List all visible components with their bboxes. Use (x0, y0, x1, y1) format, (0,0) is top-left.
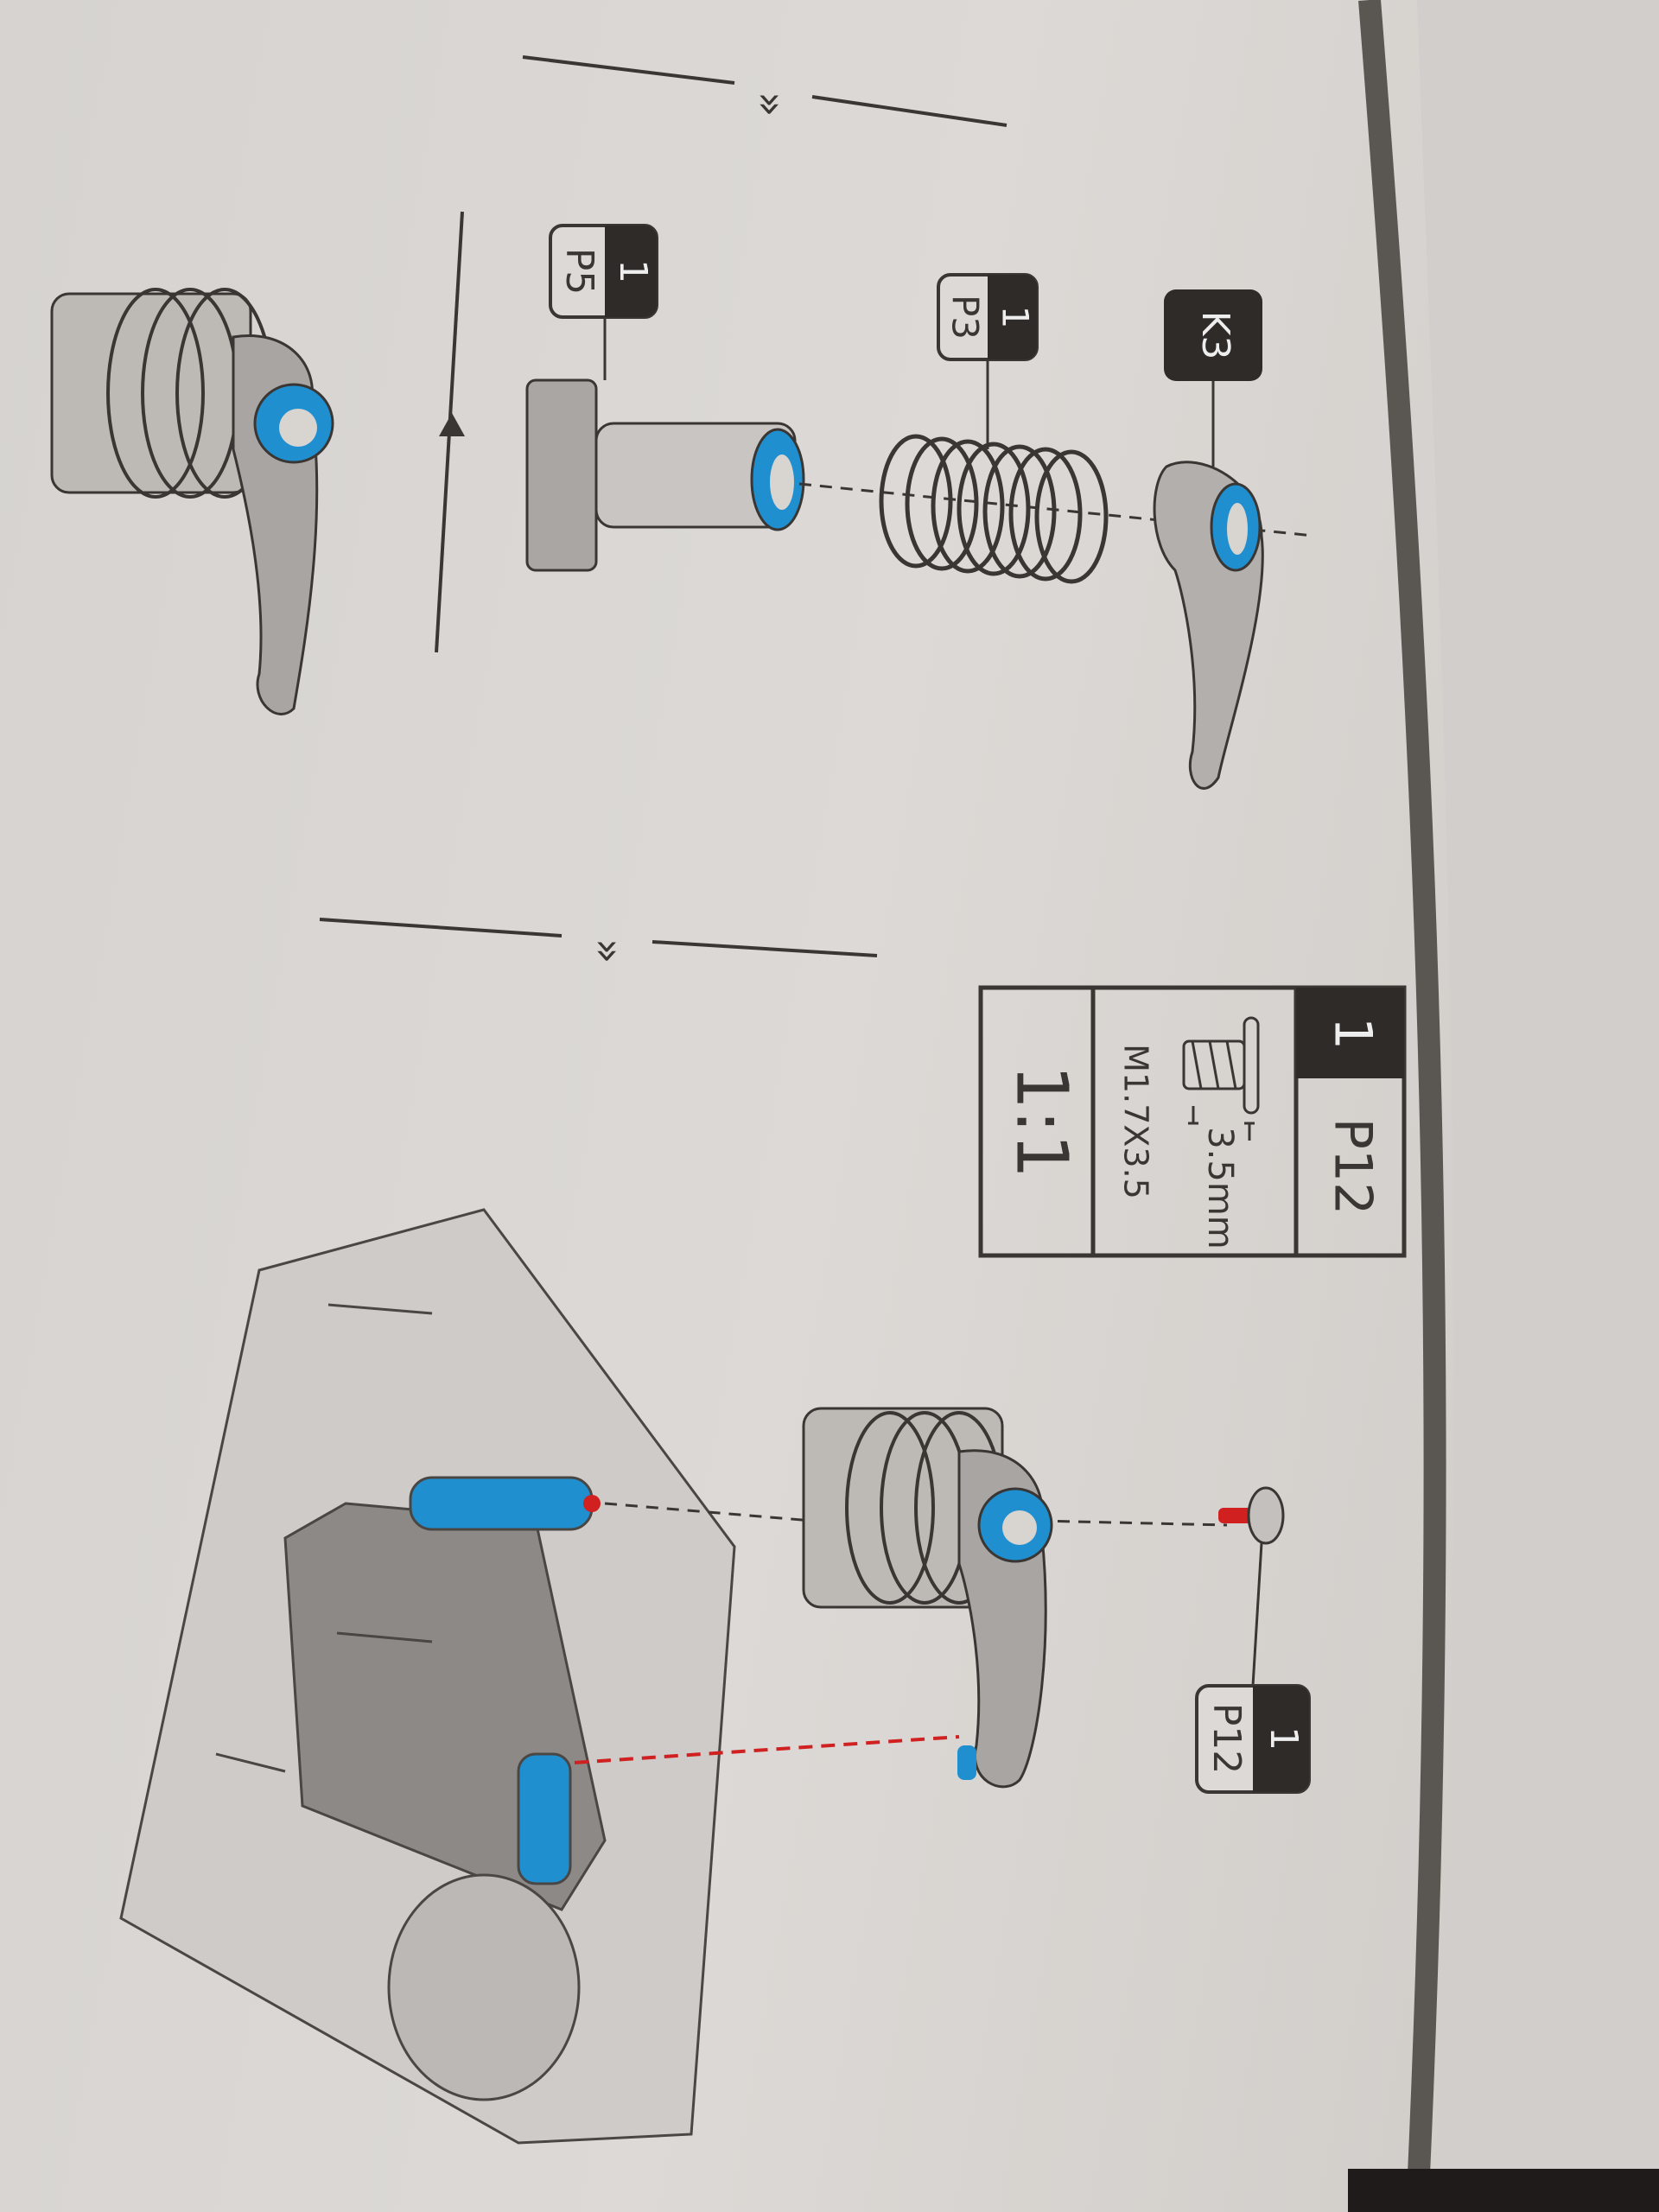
callout-part-label: P5 (557, 248, 601, 296)
table-edge (1348, 2169, 1659, 2212)
gear-shaft-part-p5 (525, 378, 805, 572)
lever-part-k3 (1153, 461, 1264, 790)
scale-label: 1:1 (1001, 1065, 1083, 1179)
next-page-edge (1417, 0, 1659, 2212)
red-guide-line (574, 1735, 960, 1764)
housing-illustration (119, 1208, 736, 2145)
callout-k3: K3 (1164, 289, 1262, 467)
screw-part-p12 (1218, 1486, 1285, 1545)
callout-p3: 1 P3 (937, 273, 1039, 449)
parts-list-box: 1 P12 3.5mm M1.7X3.5 1:1 (978, 985, 1407, 1258)
assembled-lever-gear-illustration (50, 288, 334, 715)
screw-icon (1182, 1016, 1260, 1141)
screw-guide-line (1036, 1519, 1228, 1527)
step-divider-middle (319, 918, 878, 957)
chevron-down-icon: » (584, 938, 632, 963)
step-divider-top (522, 55, 1007, 127)
assembly-guide-line (798, 482, 1314, 537)
assembly-guide-line (604, 1502, 813, 1522)
callout-qty: 1 (611, 259, 655, 283)
callout-part-label: K3 (1193, 311, 1237, 360)
chevron-down-icon: » (747, 92, 795, 117)
callout-p12: 1 P12 (1195, 1542, 1311, 1794)
callout-p5: 1 P5 (549, 224, 658, 380)
triangle-marker-icon (439, 413, 465, 436)
screw-length: 3.5mm (1200, 1127, 1240, 1249)
screw-spec: M1.7X3.5 (1117, 1044, 1155, 1199)
parts-id: P12 (1322, 1118, 1382, 1216)
callout-qty: 1 (995, 306, 1037, 329)
assembled-knob-to-install (802, 1407, 1053, 1789)
callout-part-label: P12 (1205, 1703, 1249, 1775)
page-border-line (1358, 0, 1446, 2212)
spring-part-p3 (879, 434, 1109, 584)
callout-qty: 1 (1262, 1726, 1306, 1751)
parts-qty: 1 (1322, 1017, 1382, 1050)
callout-part-label: P3 (944, 295, 987, 340)
